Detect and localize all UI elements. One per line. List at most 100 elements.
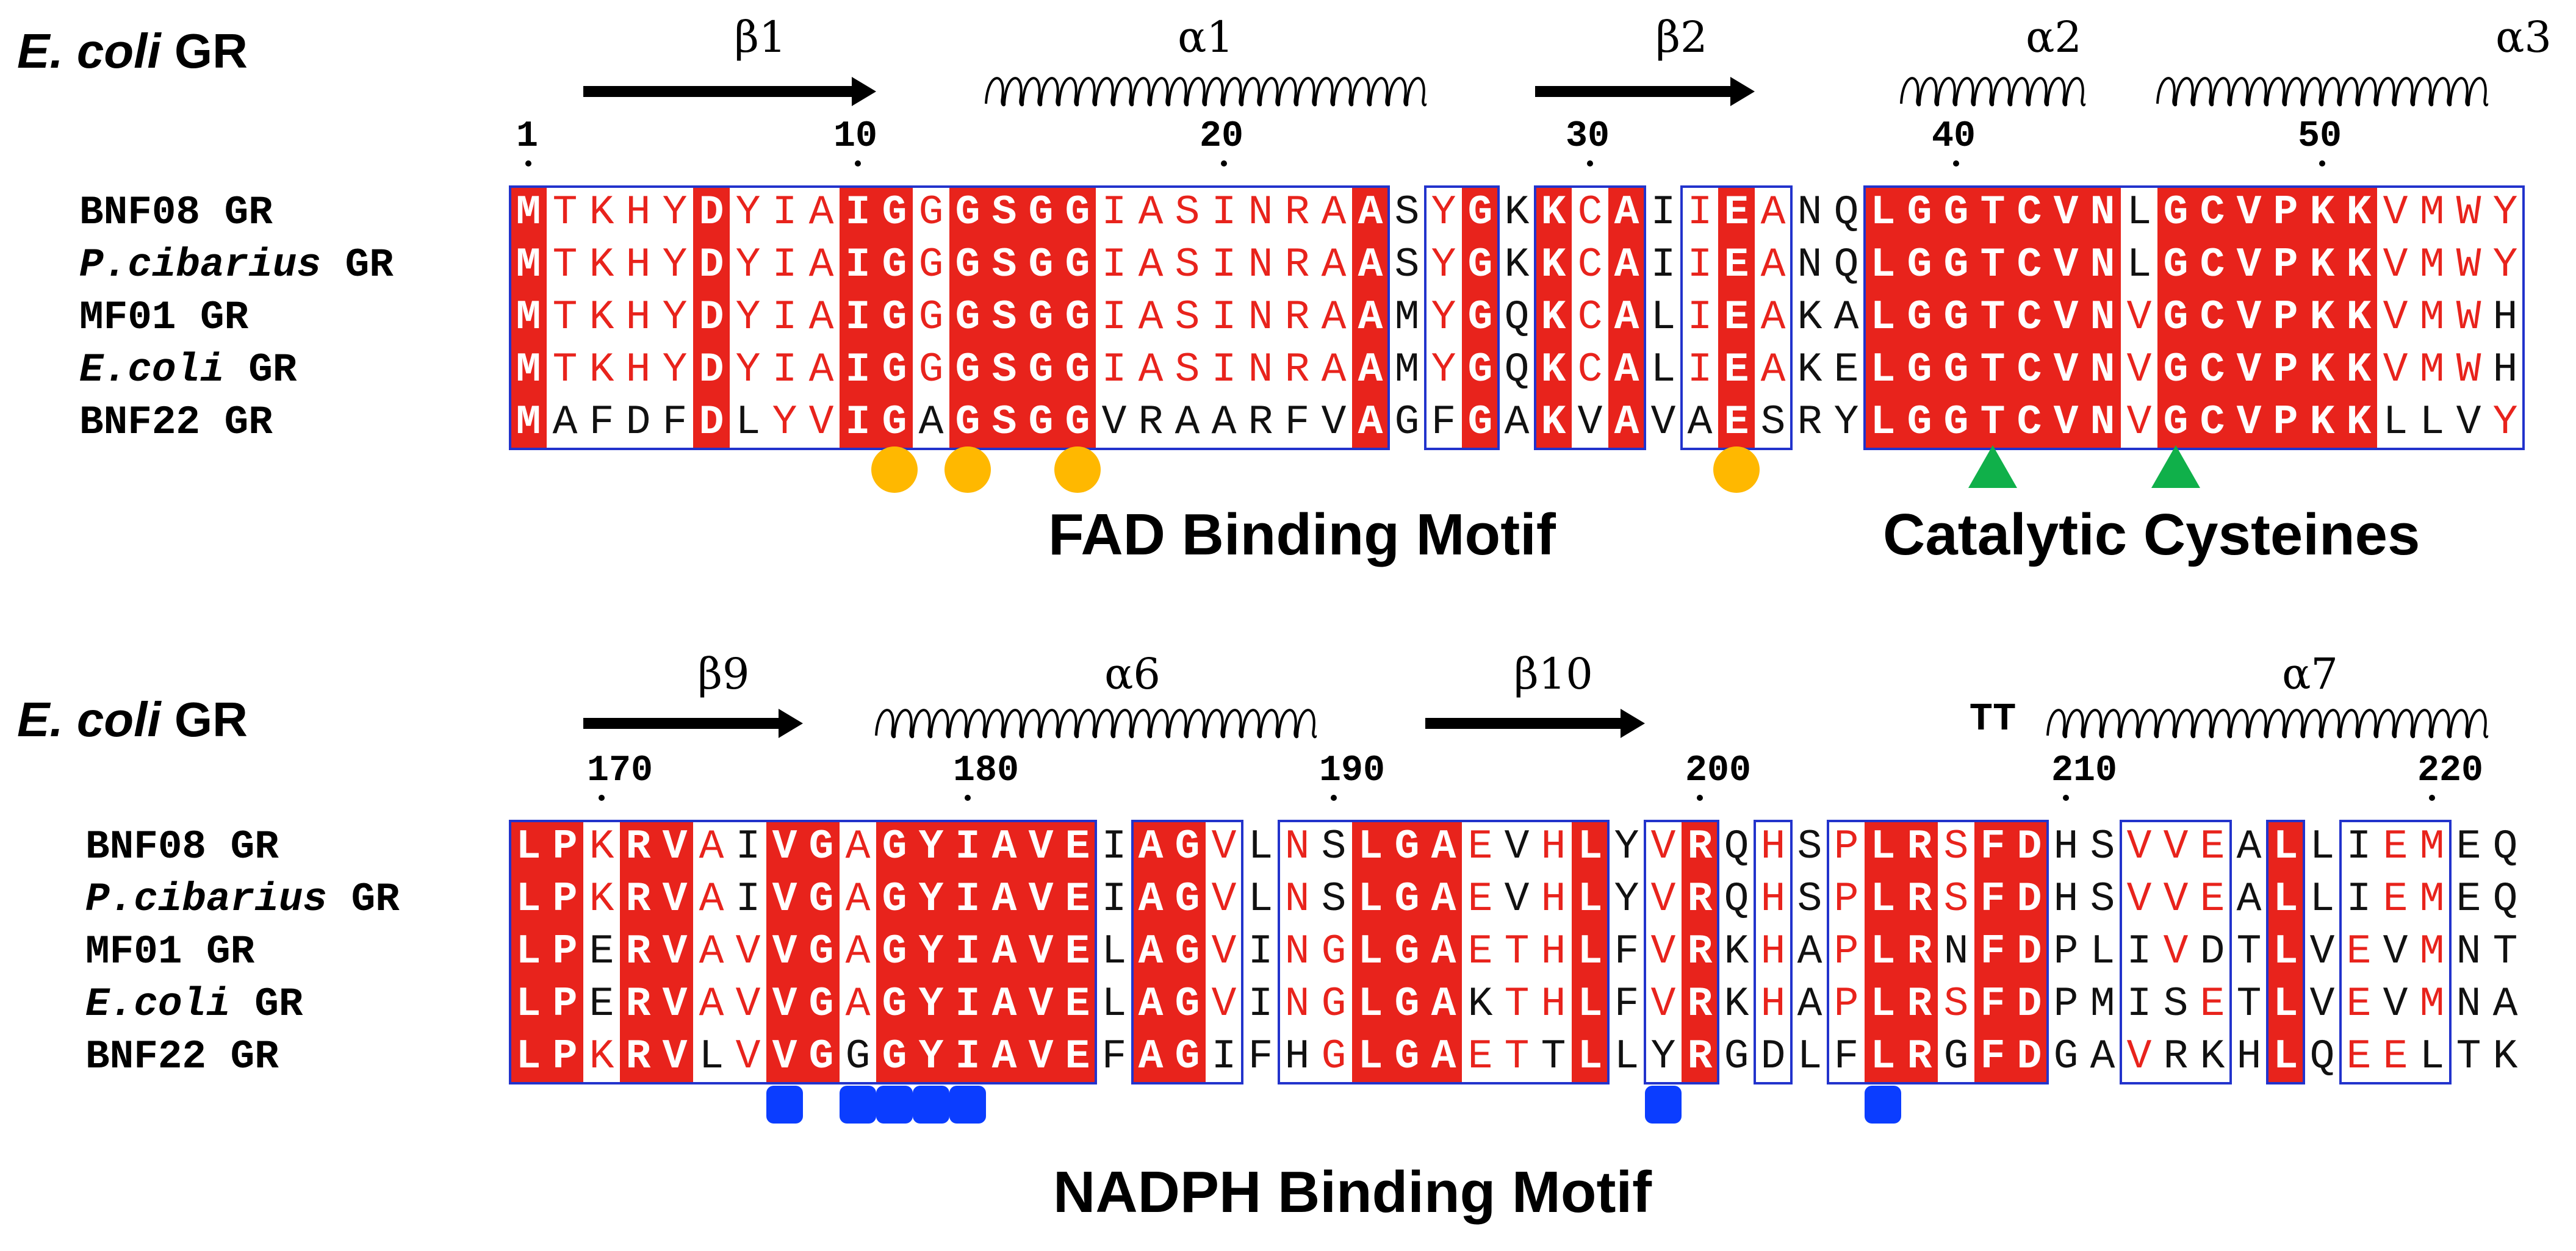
residue-cell: V <box>2048 187 2084 239</box>
residue-cell: Y <box>1650 1033 1676 1080</box>
residue-cell: F <box>1974 978 2011 1031</box>
residue-cell: M <box>510 187 547 239</box>
residue-cell: V <box>808 399 834 446</box>
residue-cell: R <box>1682 926 1718 978</box>
residue-cell: Q <box>2492 876 2518 923</box>
residue-cell: M <box>2419 242 2445 289</box>
residue-cell: I <box>1248 981 1273 1028</box>
residue-cell: Q <box>1833 242 1859 289</box>
residue-cell: I <box>1101 823 1127 870</box>
residue-cell: Y <box>913 1031 949 1083</box>
residue-cell: A <box>699 876 724 923</box>
residue-cell: A <box>1138 189 1164 236</box>
residue-cell: V <box>2048 292 2084 344</box>
residue-cell: I <box>1650 242 1676 289</box>
conservation-box <box>1827 820 2049 1084</box>
residue-cell: P <box>2053 981 2079 1028</box>
residue-cell: T <box>1504 928 1530 975</box>
residue-cell: H <box>2236 1033 2262 1080</box>
residue-cell: L <box>2126 242 2152 289</box>
residue-cell: D <box>2011 821 2048 873</box>
residue-cell: K <box>589 242 614 289</box>
residue-cell: Y <box>662 294 688 341</box>
residue-cell: G <box>1462 344 1498 396</box>
residue-cell: L <box>1248 876 1273 923</box>
residue-cell: V <box>2383 981 2408 1028</box>
residue-cell: L <box>510 978 547 1031</box>
residue-cell: S <box>986 344 1023 396</box>
residue-cell: R <box>1901 926 1938 978</box>
residue-cell: V <box>1650 876 1676 923</box>
residue-cell: F <box>1974 926 2011 978</box>
residue-cell: L <box>1650 294 1676 341</box>
residue-cell: L <box>2267 873 2304 926</box>
beta-strand-arrow <box>583 709 803 738</box>
residue-cell: I <box>840 187 876 239</box>
residue-cell: C <box>2011 292 2048 344</box>
residue-cell: K <box>589 346 614 393</box>
residue-cell: A <box>1352 344 1389 396</box>
residue-cell: I <box>949 821 986 873</box>
residue-cell: D <box>2011 926 2048 978</box>
residue-cell: A <box>986 978 1023 1031</box>
residue-cell: Y <box>913 926 949 978</box>
residue-cell: L <box>2419 1033 2445 1080</box>
residue-cell: M <box>510 396 547 449</box>
residue-cell: I <box>840 292 876 344</box>
residue-cell: H <box>1760 876 1786 923</box>
residue-cell: H <box>2053 823 2079 870</box>
residue-cell: N <box>2084 396 2121 449</box>
residue-cell: C <box>2011 239 2048 292</box>
residue-cell: V <box>1504 823 1530 870</box>
residue-cell: N <box>1284 876 1310 923</box>
residue-cell: F <box>1614 928 1639 975</box>
residue-cell: E <box>2346 1033 2372 1080</box>
residue-cell: H <box>1541 823 1566 870</box>
residue-cell: R <box>1797 399 1822 446</box>
residue-cell: V <box>766 873 803 926</box>
residue-cell: V <box>2231 396 2267 449</box>
residue-cell: P <box>1833 981 1859 1028</box>
sequence-name-p-cibarius: P.cibarius GR <box>85 876 400 922</box>
residue-cell: G <box>876 344 913 396</box>
residue-cell: G <box>876 396 913 449</box>
nadph-binding-marker <box>1645 1086 1682 1124</box>
residue-cell: E <box>1059 821 1096 873</box>
residue-cell: P <box>2267 292 2304 344</box>
residue-cell: G <box>949 187 986 239</box>
residue-cell: A <box>1138 294 1164 341</box>
residue-cell: A <box>1138 242 1164 289</box>
residue-cell: Y <box>1431 346 1456 393</box>
residue-cell: I <box>772 242 797 289</box>
residue-cell: V <box>657 1031 693 1083</box>
residue-cell: A <box>1504 399 1530 446</box>
residue-cell: G <box>876 821 913 873</box>
residue-cell: M <box>2419 346 2445 393</box>
residue-cell: A <box>808 242 834 289</box>
residue-cell: V <box>2126 876 2152 923</box>
residue-cell: I <box>949 1031 986 1083</box>
residue-cell: G <box>1943 1033 1969 1080</box>
residue-cell: T <box>552 242 578 289</box>
residue-cell: G <box>949 344 986 396</box>
residue-cell: V <box>735 981 761 1028</box>
nadph-binding-marker <box>949 1086 986 1124</box>
residue-cell: R <box>620 978 657 1031</box>
residue-cell: W <box>2456 189 2481 236</box>
residue-cell: I <box>949 978 986 1031</box>
residue-cell: E <box>2200 981 2225 1028</box>
residue-cell: A <box>1321 346 1347 393</box>
residue-cell: N <box>2084 344 2121 396</box>
residue-cell: C <box>1577 346 1603 393</box>
residue-cell: G <box>1059 344 1096 396</box>
residue-cell: M <box>2419 876 2445 923</box>
residue-cell: V <box>1211 981 1237 1028</box>
residue-cell: G <box>1901 239 1938 292</box>
residue-cell: Q <box>1724 823 1749 870</box>
residue-cell: F <box>1833 1033 1859 1080</box>
reference-label: E. coli GR <box>17 692 248 747</box>
residue-cell: I <box>2126 928 2152 975</box>
residue-cell: Y <box>1431 189 1456 236</box>
residue-cell: D <box>693 187 730 239</box>
residue-cell: K <box>1724 928 1749 975</box>
